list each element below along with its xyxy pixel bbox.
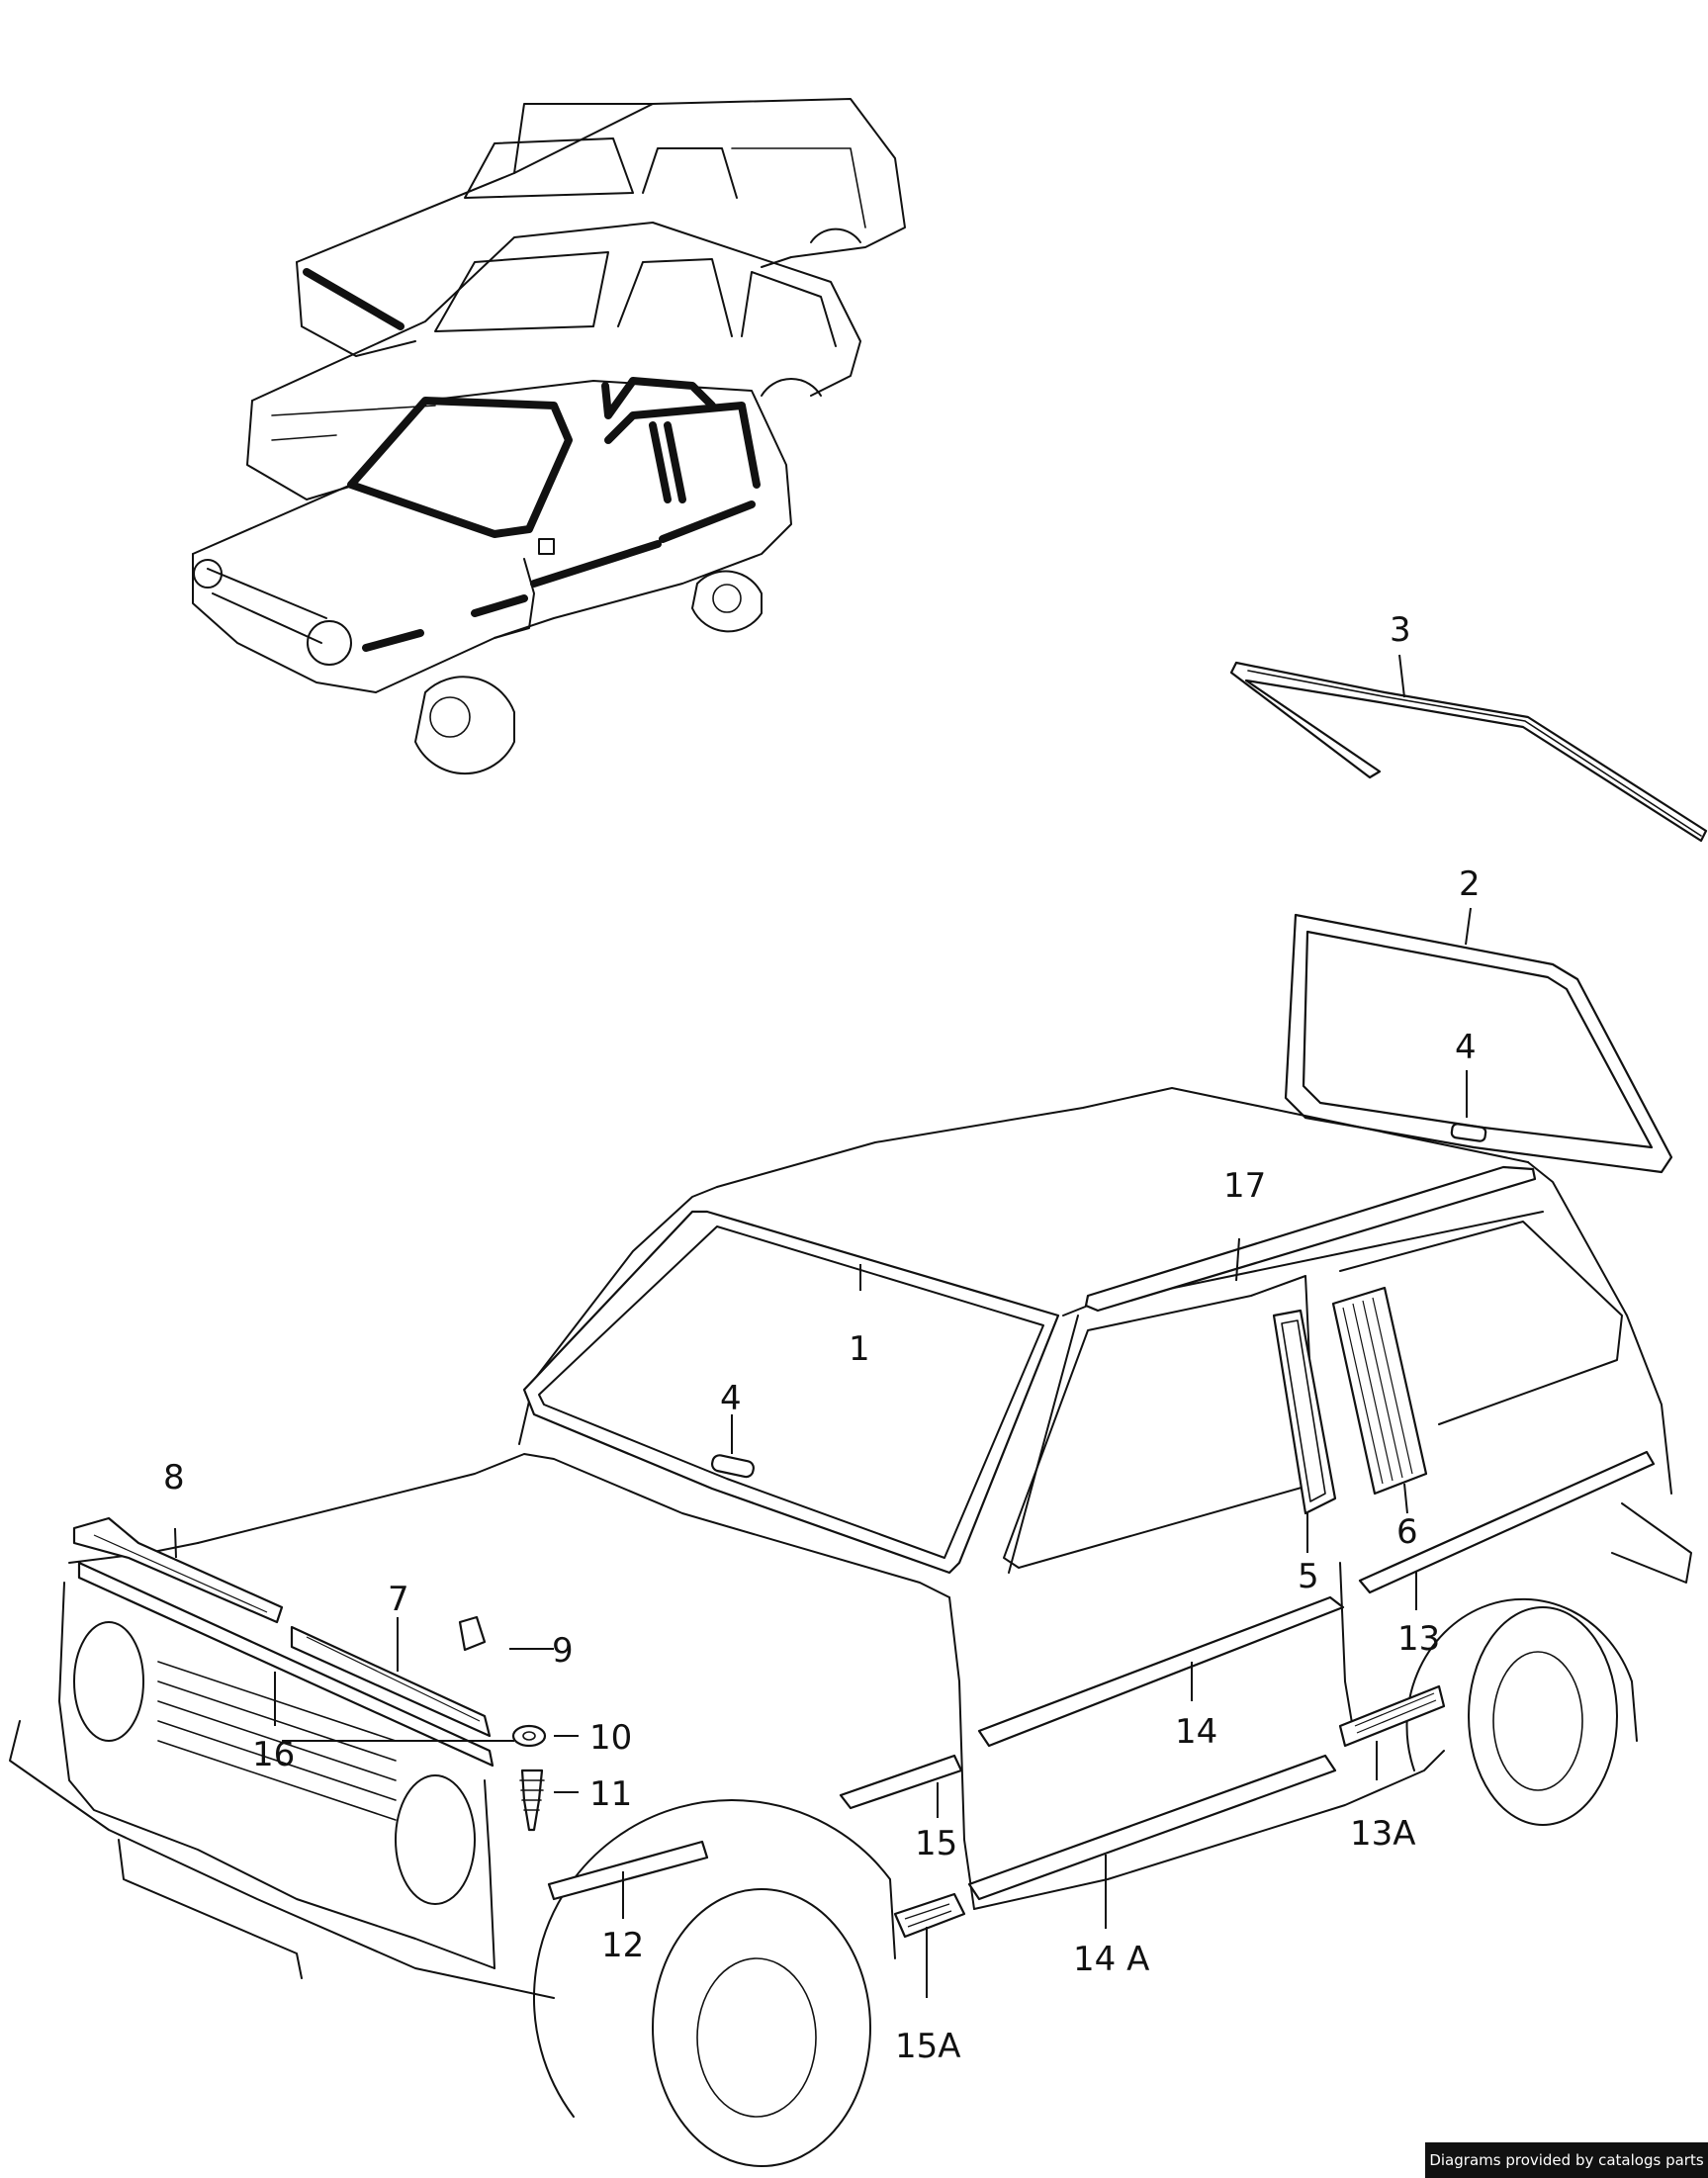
leader-lines bbox=[174, 654, 1472, 1998]
part-13-rear-molding bbox=[1358, 1450, 1656, 1594]
part-17-roof-molding bbox=[1084, 1165, 1537, 1313]
callout-12: 12 bbox=[601, 1926, 644, 1965]
part-6-vent-cover bbox=[1331, 1286, 1428, 1496]
variant-sedan bbox=[246, 222, 861, 500]
callout-14a: 14 A bbox=[1073, 1940, 1149, 1979]
callout-2: 2 bbox=[1459, 864, 1481, 904]
callout-15a: 15A bbox=[895, 2027, 961, 2066]
part-14a-sill-molding bbox=[967, 1754, 1337, 1901]
callout-3: 3 bbox=[1390, 610, 1411, 650]
variant-hatchback bbox=[192, 377, 792, 775]
part-5-pillar-trim bbox=[1272, 1309, 1337, 1515]
part-7-grille-strip bbox=[77, 1561, 494, 1768]
part-4-clip-rear bbox=[1450, 1123, 1487, 1142]
main-car-illustration bbox=[9, 1087, 1692, 2167]
callout-15: 15 bbox=[915, 1824, 957, 1863]
callout-4-front: 4 bbox=[720, 1379, 742, 1418]
callout-labels: 3 2 4 17 1 4 5 6 8 7 9 10 11 16 12 13 13… bbox=[163, 610, 1481, 2066]
part-10-washer bbox=[511, 1724, 547, 1748]
variant-coupe bbox=[296, 98, 906, 357]
callout-1: 1 bbox=[849, 1329, 870, 1369]
credit-footer: Diagrams provided by catalogs parts bbox=[1425, 2142, 1708, 2178]
callout-6: 6 bbox=[1396, 1512, 1418, 1552]
callout-10: 10 bbox=[589, 1718, 632, 1758]
part-4-clip-front bbox=[710, 1454, 755, 1479]
callout-7: 7 bbox=[388, 1580, 409, 1619]
callout-13: 13 bbox=[1397, 1619, 1440, 1659]
main-car-parts bbox=[72, 1165, 1656, 1939]
callout-11: 11 bbox=[589, 1774, 632, 1814]
part-15-fender-molding bbox=[839, 1754, 963, 1810]
part-8-grille-upper bbox=[72, 1516, 284, 1624]
part-13a-rear-sill bbox=[1338, 1684, 1446, 1748]
model-variants-illustration bbox=[192, 98, 906, 775]
part-3-roof-strip bbox=[1229, 661, 1708, 843]
part-14-door-molding bbox=[977, 1595, 1345, 1748]
callout-4-rear: 4 bbox=[1455, 1028, 1477, 1067]
callout-17: 17 bbox=[1223, 1166, 1266, 1206]
callout-14: 14 bbox=[1175, 1712, 1217, 1752]
callout-16: 16 bbox=[252, 1735, 295, 1774]
callout-13a: 13A bbox=[1350, 1814, 1416, 1854]
part-2-rear-window-seal bbox=[1284, 913, 1673, 1174]
callout-9: 9 bbox=[552, 1631, 574, 1671]
part-15a-front-sill bbox=[893, 1892, 966, 1939]
callout-8: 8 bbox=[163, 1458, 185, 1497]
part-9-clip bbox=[458, 1615, 487, 1652]
callout-5: 5 bbox=[1298, 1557, 1319, 1596]
part-12-corner-molding bbox=[547, 1840, 709, 1901]
